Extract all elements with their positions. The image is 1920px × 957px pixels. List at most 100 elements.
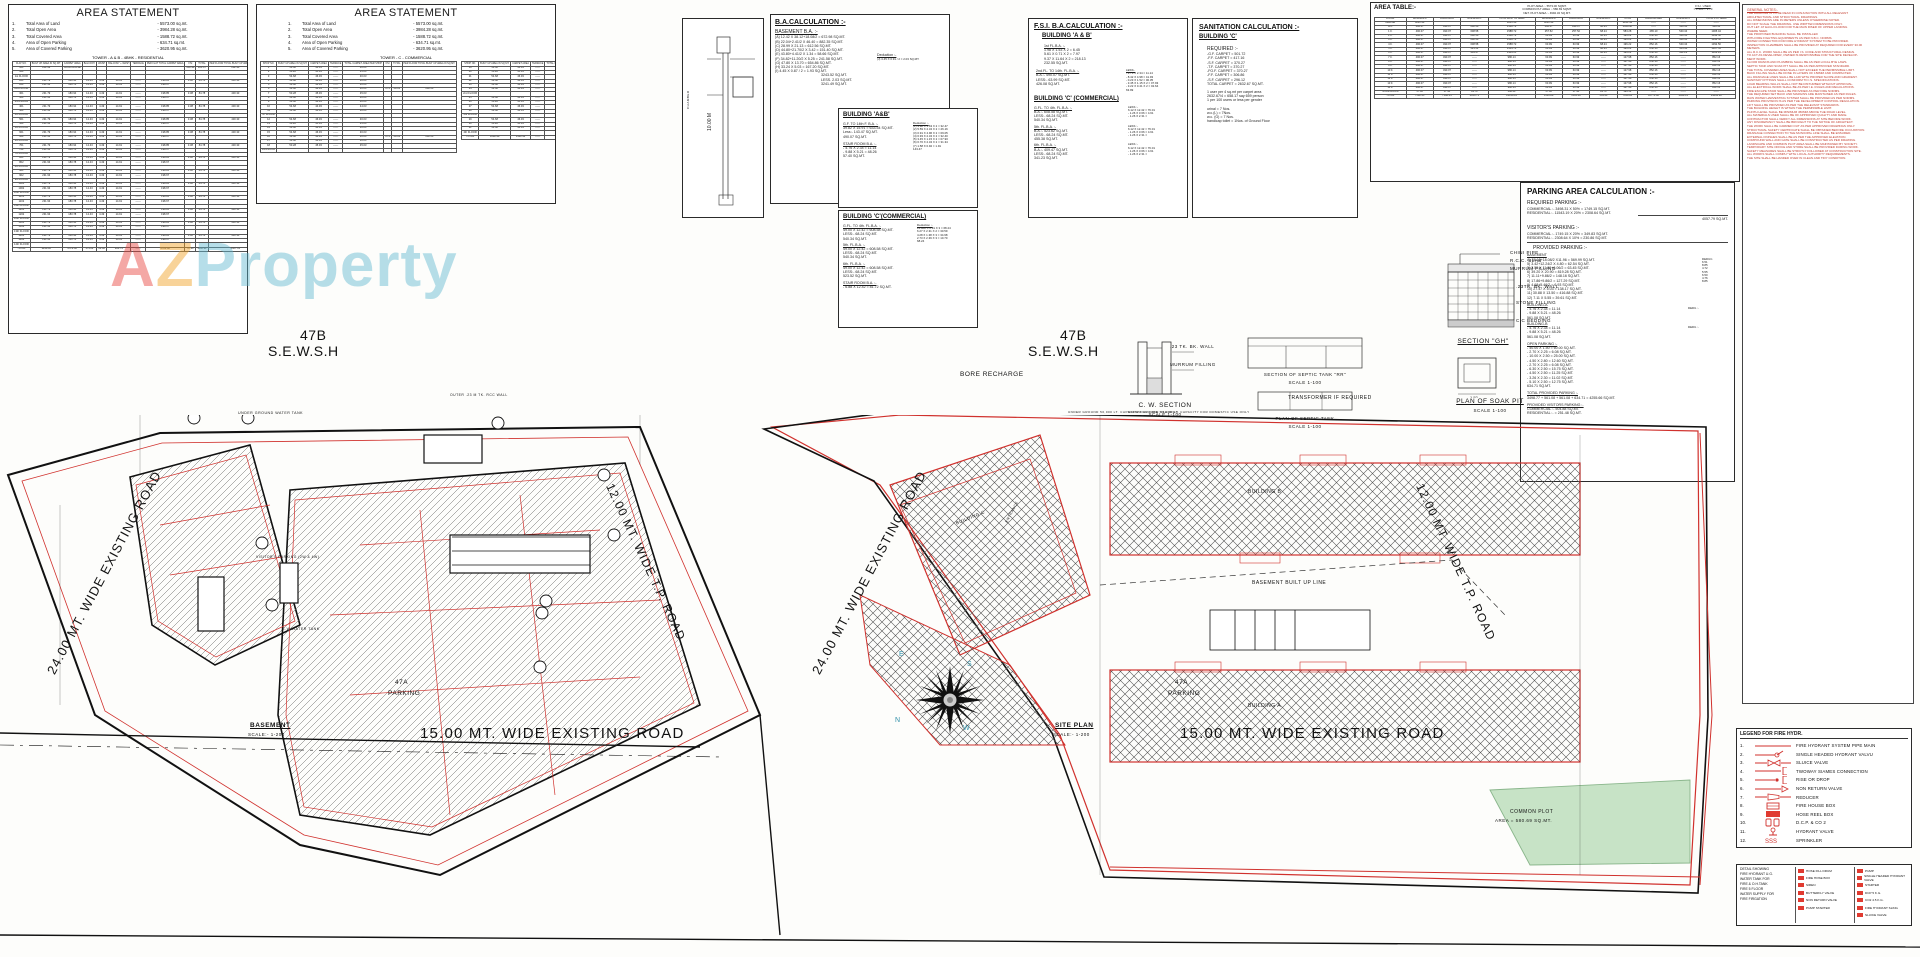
fsi1-line: 5.61 X 0.71 X 2 = 7.97 — [1044, 52, 1080, 57]
area-summary-value: - 3620.95 sq.mt. — [413, 46, 444, 52]
fsi1-line: 9.37 X 11.64 X 2 = 218.13 — [1044, 56, 1086, 61]
parking-basement-label: BASEMENT — [1527, 253, 1547, 258]
fsic2-line: B.A.:- 523.62 SQ.MT. — [1034, 128, 1068, 133]
building-a-block — [1109, 661, 1581, 763]
table-cell: 2572.08 — [61, 246, 83, 253]
fsi-fl2-lines: B.A.:- 490.07 SQ.MT.LESS:- 63.99 SQ.MT.4… — [1036, 73, 1126, 86]
as2-right-table: SHOP NO.BUILT UP AREA IN SQ.MT.CARPET AR… — [461, 61, 555, 140]
ba-calc-line: (I) 4.45 X 0.87 / 2 = 1.93 SQ.MT. — [775, 69, 827, 74]
pk-ba-line: - 9.88 X 5.21 = 48.26 — [1527, 311, 1561, 316]
babd-line: (4) 6.93 X 2.34 X 2 = 32.40 — [913, 133, 948, 138]
ba-deduction-title: Deduction :- — [877, 53, 897, 58]
fsi-calculation-panel: F.S.I. B.A.CALCULATION :- BUILDING 'A & … — [1028, 18, 1188, 218]
area-summary-value: - 5573.00 sq.mt. — [157, 21, 188, 26]
general-note-line: WATER CONNECTION FOR FIRE HYDRANT SYSTEM… — [1747, 39, 1849, 44]
compass-e-label: E — [899, 651, 905, 658]
pk-base-line: 5) 3.55 X 11.80+6.06/2 = 63.45 SQ.MT. — [1527, 266, 1590, 271]
table-cell: 6307.61 — [207, 246, 247, 253]
fsic3-line: LESS:- 68.24 SQ.MT. — [1034, 151, 1069, 156]
table-cell: 10771.08 — [1636, 94, 1671, 100]
babd-line: (3) 0.91 X 4.96 X 2 = 09.05 — [913, 130, 948, 135]
fire-legend-item: 8.FIRE HOUSE BOX — [1740, 801, 1908, 810]
at-head-line: COMMON PLT AREA :- 580.69 SQMT. — [1522, 7, 1572, 12]
fire-legend-item: 9.HOSE REEL BOX — [1740, 810, 1908, 819]
table-row: 1st FLOOR — [259, 147, 458, 153]
san-note-line: 1 user per 4 sq.mt per carpet area — [1207, 90, 1262, 95]
ba-total-line: LESS. 2.03 SQ.MT. — [821, 77, 853, 82]
basement-scale-label: SCALE:- 1-200 — [248, 732, 285, 737]
site-plan — [761, 415, 1713, 894]
bc1-line: 540.34 SQ.MT. — [843, 236, 867, 241]
fire-legend-number: 8. — [1740, 803, 1744, 809]
common-plot-block — [1489, 779, 1691, 866]
murrum-filling-label: MURRUM FILLING — [1510, 266, 1556, 271]
septic-plan-drawing — [1257, 391, 1353, 411]
table-cell — [382, 147, 393, 153]
as1-grid-table: FLAT NO.BUILT UP AREA IN SQ.MT.CARPET AR… — [12, 61, 247, 253]
area-summary-row: 4.Area of Open Parking- 634.71 sq.mt. — [288, 40, 487, 46]
table-cell: 47.32 — [184, 246, 197, 253]
fire-legend-label: HYDRANT VALVE — [1796, 828, 1834, 834]
pk-open-line: - 3.26 X 2.30 = 11.02 SQ.MT. — [1527, 375, 1574, 380]
detail-legend-right-item: FIRE HYDRANT SLING — [1857, 904, 1908, 911]
bab2-line: 57.40 SQ.MT. — [843, 154, 865, 159]
general-note-line: THE BUILDING HEIGHT IS WITHIN THE PERMIS… — [1747, 106, 1832, 111]
general-notes-body: GENERAL NOTES:-THE DRAWING IS TO BE READ… — [1747, 8, 1909, 160]
cw-section-group: .23 TK. BK. WALL MURRUM FILLING C. W. SE… — [1110, 330, 1220, 420]
san-fix-line: w.c.(L) = 7Nos. — [1207, 110, 1232, 115]
bc3-line: LESS:- 68.24 SQ.MT. — [843, 270, 878, 275]
area-summary-label: Total Open Area — [302, 27, 333, 33]
detail-legend-left-line: FIRE FIRGATION — [1740, 896, 1767, 901]
area-summary-value: - 1588.72 sq.mt. — [157, 33, 188, 39]
area-summary-row: 1.Total Area of Land- 5573.00 sq.mt. — [12, 21, 244, 27]
area-summary-no: 1. — [288, 21, 292, 26]
san-fix-line: handicap toilet = 1Nos. of Ground Floor — [1207, 119, 1270, 124]
bc2-line: LESS:- 68.24 SQ.MT. — [843, 251, 878, 256]
left-sewsh-label: S.E.W.S.H — [268, 343, 339, 359]
cw-bk-wall-label: .23 TK. BK. WALL — [1170, 344, 1215, 349]
area-summary-label: Total Covered Area — [26, 33, 62, 39]
fsiless-line: 63.99 — [1126, 87, 1134, 92]
detail-legend-right-item: DCP 5 K.G. — [1857, 889, 1908, 896]
table-cell: 3498.31 — [1669, 94, 1698, 100]
building-c-panel: BUILDING 'C'(COMMERCIAL) G.FL. TO 4th. F… — [838, 210, 978, 328]
building-ab-panel: BUILDING 'A&B' G.F. TO 14th F. B.A. :- 3… — [838, 108, 978, 208]
building-ab-sub2: STAIR ROOM B.A. :- — [843, 141, 877, 146]
fsiless-line: - 0.23 X 1.52 = 00.35 — [1126, 77, 1154, 82]
bcd-line: 2.73 X 2.39 X 3 = 10.70 — [917, 235, 948, 240]
compass-w-label: W — [963, 725, 971, 732]
parking-total-title: TOTAL PROVIDED PARKING :- — [1527, 391, 1578, 396]
area-table-title: AREA TABLE:- — [1374, 5, 1416, 11]
fsic3l-line: - 1.26 X 3.66 = 4.61 — [1128, 148, 1154, 153]
fsi-c2-less: LESS :-6.12 X 12.42 = 76.01- 1.26 X 3.66… — [1128, 124, 1182, 138]
pk-open-line: - 2.70 X 2.25 = 6.08 SQ.MT. — [1527, 362, 1572, 367]
as2-left-table: SHOP NO.BUILT UP AREA IN SQ.MT.CARPET AR… — [259, 61, 458, 153]
ba-totals: 3243.52 SQ.MT.LESS. 2.03 SQ.MT.3241.49 S… — [821, 73, 945, 86]
detail-legend-right-item: SINGLE HEADED HYDRANT VALVE — [1857, 874, 1908, 882]
babd-line: (2) 5.59 X 2.34 X 2 = 26.16 — [913, 127, 948, 132]
sanitation-building: BUILDING 'C' — [1199, 34, 1237, 41]
table-row: TOTAL1698.481432.93------1432.9328.50298… — [461, 134, 555, 140]
general-note-line: SANITARY FITTINGS SHALL CONFORM TO I.S. … — [1747, 78, 1840, 83]
general-note-line: STRUCTURAL SAFETY CERTIFICATE SHALL BE O… — [1747, 127, 1866, 132]
cw-section-title: C. W. SECTION — [1138, 402, 1192, 409]
table-cell — [391, 147, 403, 153]
fire-legend-filledbox-icon — [1750, 810, 1796, 818]
fsic3l-line: - 1.26 X 2.31 = — [1128, 152, 1148, 157]
table-cell — [308, 147, 329, 153]
detail-legend-right-label: SLUICE VALVE — [1865, 913, 1887, 918]
table-cell: 4056.71 — [1460, 94, 1489, 100]
fire-legend-item: 10.D.C.P. & CO 2 — [1740, 818, 1908, 828]
fire-legend-reducer-icon — [1750, 793, 1796, 801]
detail-legend-mid-symbol-icon — [1798, 898, 1804, 903]
parking-building-a-deduc: DEDU.:- — [1688, 306, 1699, 311]
general-notes-title: GENERAL NOTES:- — [1747, 8, 1778, 12]
fire-legend-number: 3. — [1740, 760, 1744, 766]
general-note-line: THE TOTAL COVERED AREA SHALL NOT EXCEED … — [1747, 67, 1855, 72]
pk-base-line: A) 38.12+18.08/2 X11.96 = 569.99 SQ.MT. — [1527, 257, 1595, 262]
general-note-line: LANDSCAPE AND COMMON PLOT AREA SHALL BE … — [1747, 141, 1858, 146]
ba-calc-lines: (A) 12.42 X 38.12+18.08/2 = 672.98 SQ.MT… — [775, 35, 873, 73]
